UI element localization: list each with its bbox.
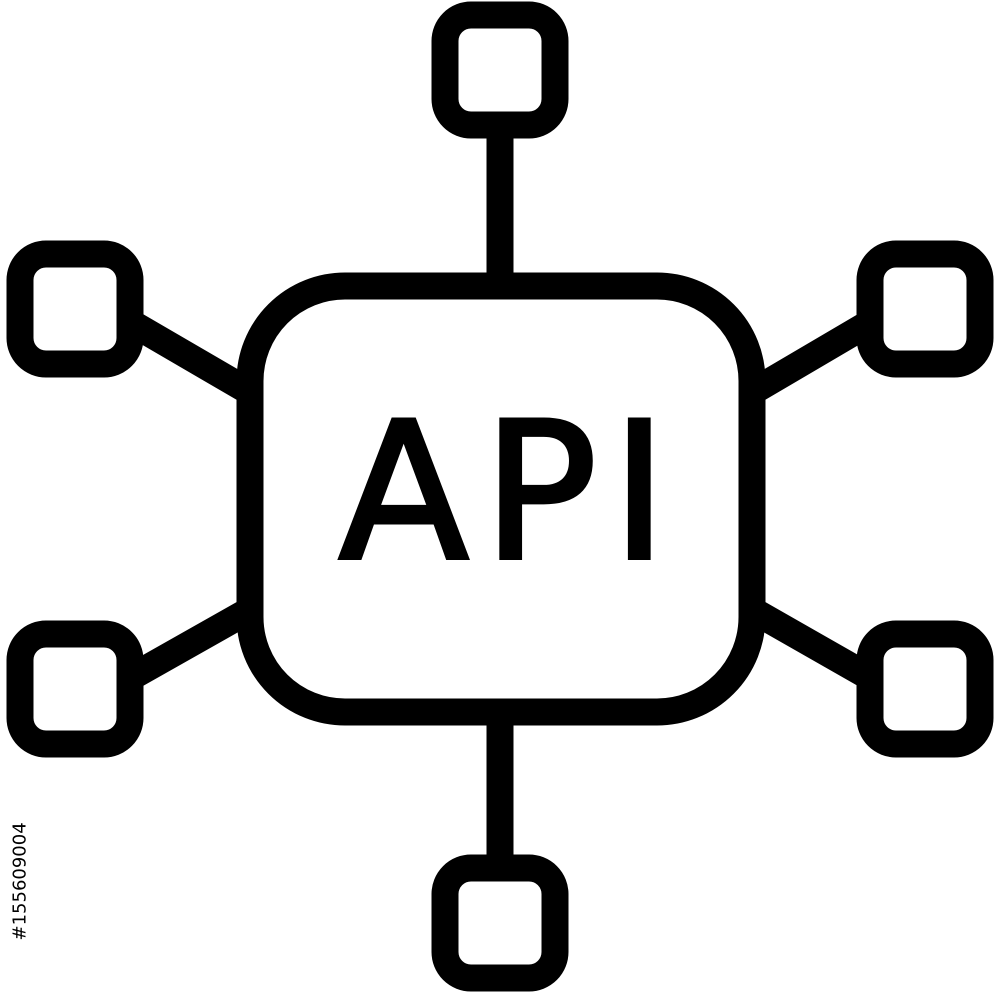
watermark-id: #155609004 [9, 822, 31, 941]
node-top [431, 1, 569, 139]
satellite-nodes [6, 1, 994, 992]
api-box [236, 272, 766, 726]
api-label: API [337, 382, 682, 603]
connector-bottom-left [121, 596, 264, 689]
connector-top-right [738, 311, 880, 406]
node-right-top [856, 240, 994, 378]
node-left-top [6, 240, 144, 378]
connector-bottom-right [738, 596, 880, 689]
node-left-bottom [6, 620, 144, 758]
node-bottom [431, 854, 569, 992]
connector-lines [121, 111, 880, 882]
connector-top-left [121, 311, 264, 406]
node-right-bottom [856, 620, 994, 758]
